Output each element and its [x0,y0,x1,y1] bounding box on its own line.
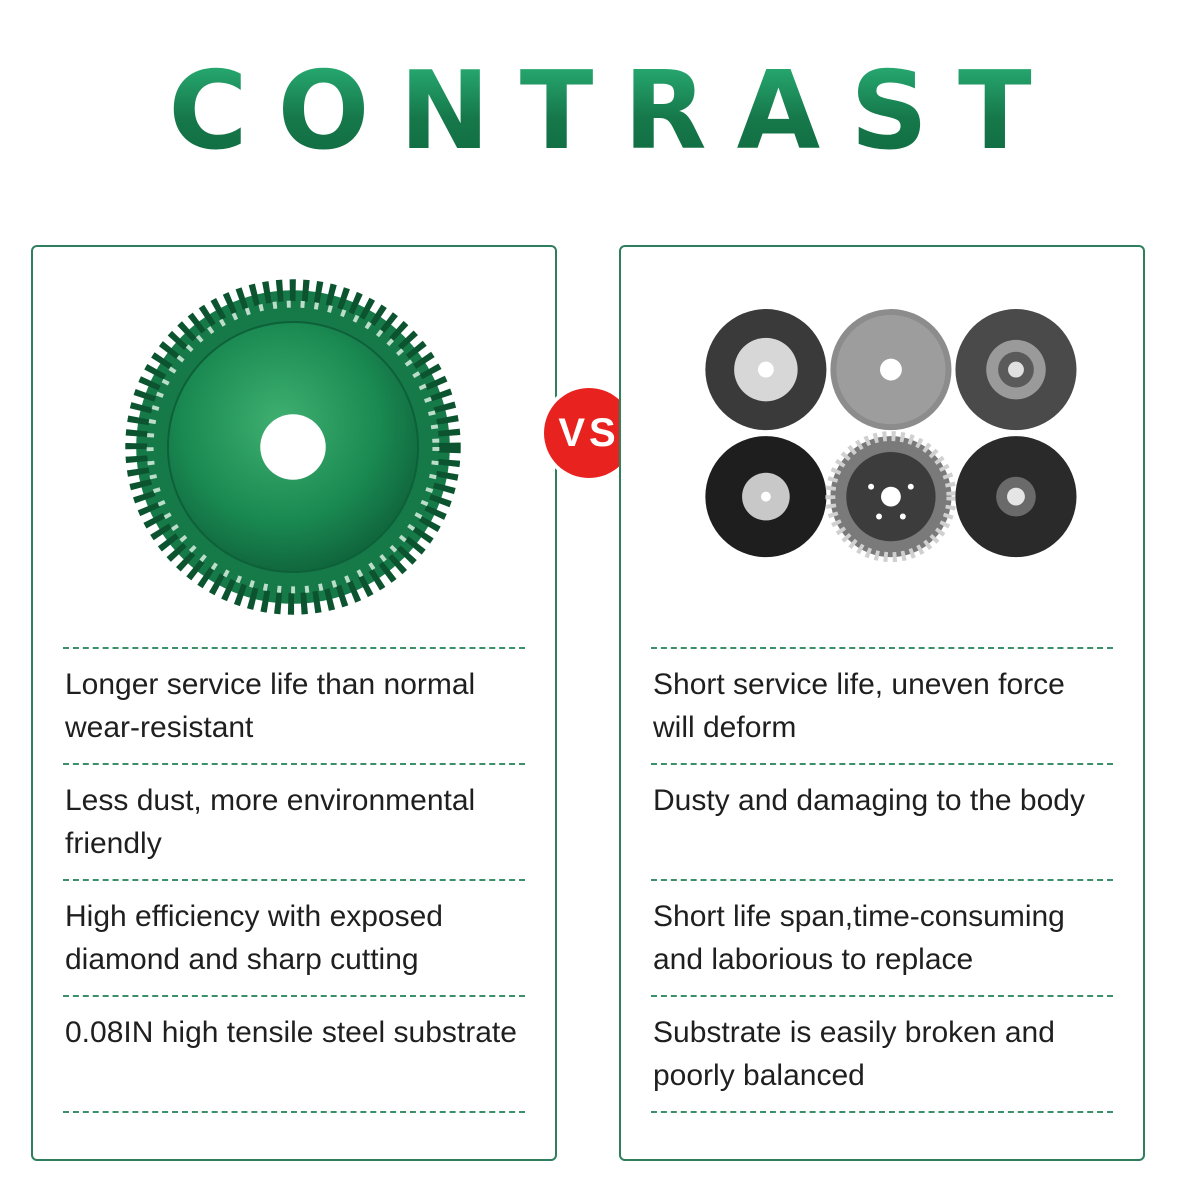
feature-item: 0.08IN high tensile steel substrate [63,995,525,1113]
feature-item: Short life span,time-consuming and labor… [651,879,1113,995]
disc-icon [825,431,957,563]
page-title: CONTRAST [0,52,1200,172]
disc-icon [830,309,952,431]
feature-item: High efficiency with exposed diamond and… [63,879,525,995]
disc-icon [955,309,1077,431]
green-diamond-blade-image [125,279,461,615]
feature-item: Dusty and damaging to the body [651,763,1113,879]
competitor-feature-list: Short service life, uneven force will de… [651,647,1113,1113]
competitor-panel: Short service life, uneven force will de… [619,245,1145,1161]
feature-item: Short service life, uneven force will de… [651,647,1113,763]
product-panel: Longer service life than normal wear-res… [31,245,557,1161]
disc-icon [705,436,827,558]
ordinary-discs-image [705,309,1077,563]
feature-item: Longer service life than normal wear-res… [63,647,525,763]
feature-item: Substrate is easily broken and poorly ba… [651,995,1113,1113]
product-feature-list: Longer service life than normal wear-res… [63,647,525,1113]
feature-item: Less dust, more environmental friendly [63,763,525,879]
disc-icon [955,436,1077,558]
disc-icon [705,309,827,431]
